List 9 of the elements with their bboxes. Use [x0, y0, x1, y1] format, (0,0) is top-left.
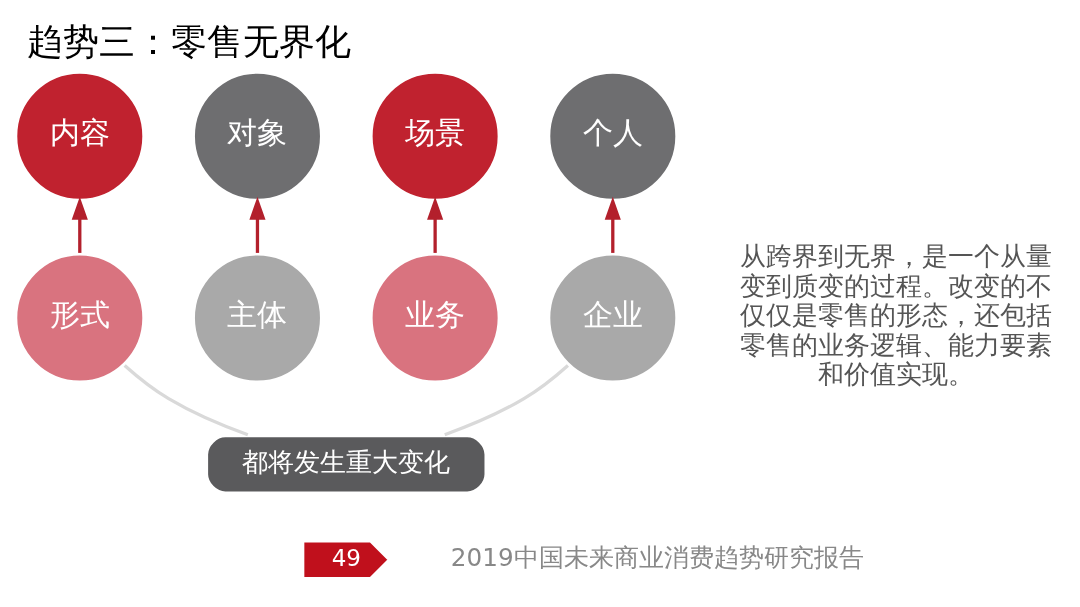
connector: [123, 363, 249, 436]
diagram-title: 趋势三：零售无界化: [27, 19, 352, 63]
arrow: [427, 196, 444, 253]
connector: [444, 363, 569, 436]
label: 从跨界到无界，是一个从量变到质变的过程。改变的不仅仅是零售的形态，还包括零售的业务逻辑、能力要素和价值实现。: [739, 240, 1052, 389]
arrow: [71, 196, 88, 253]
label: 2019中国未来商业消费趋势研究报告: [450, 542, 864, 572]
arrow: [604, 196, 621, 253]
arrow: [249, 196, 266, 253]
